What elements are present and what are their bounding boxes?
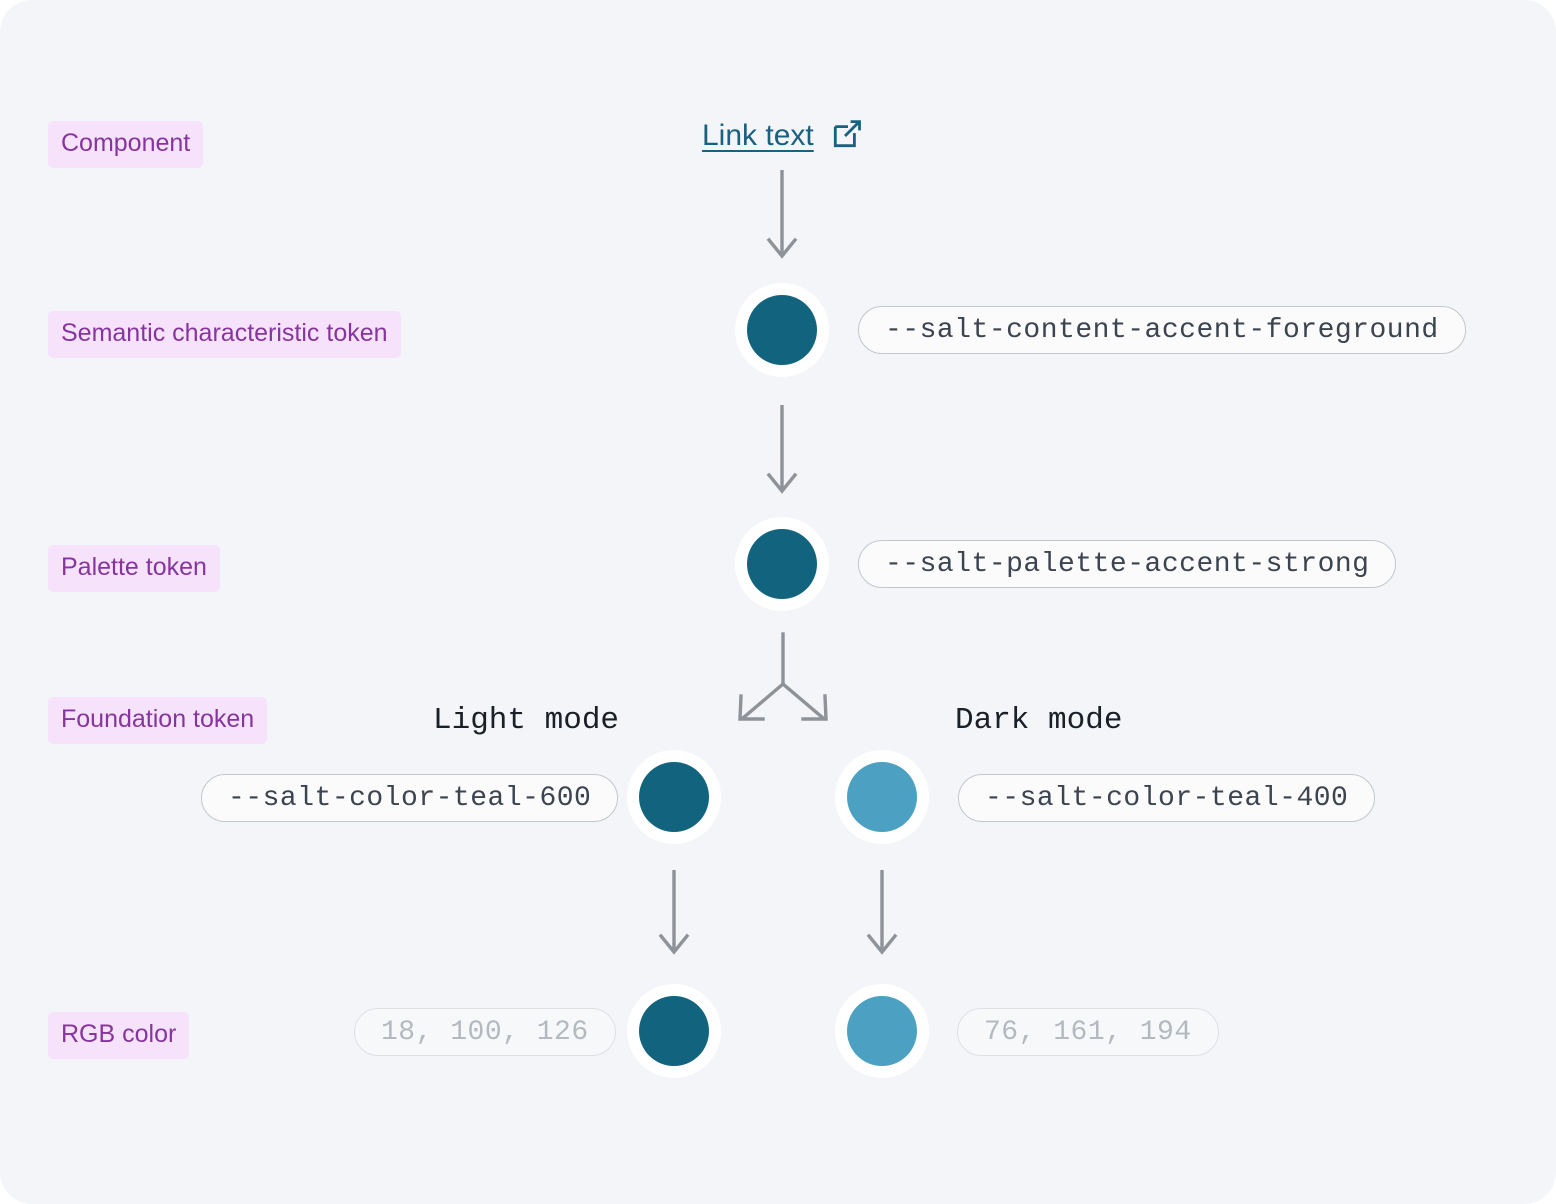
row-label-semantic-characteristic-token: Semantic characteristic token <box>48 311 401 358</box>
swatch-dot <box>639 762 709 832</box>
rgb-value-pill-light[interactable]: 18, 100, 126 <box>354 1008 616 1056</box>
row-label-palette-token: Palette token <box>48 545 220 592</box>
link-text-component[interactable]: Link text <box>702 118 863 154</box>
token-pill-semantic[interactable]: --salt-content-accent-foreground <box>858 306 1466 354</box>
light-mode-label: Light mode <box>433 703 620 738</box>
link-text-label[interactable]: Link text <box>702 119 814 152</box>
arrow-component-to-semantic <box>762 168 802 273</box>
token-pill-palette[interactable]: --salt-palette-accent-strong <box>858 540 1397 588</box>
rgb-value-pill-dark[interactable]: 76, 161, 194 <box>957 1008 1219 1056</box>
arrow-semantic-to-palette <box>762 403 802 508</box>
external-link-icon[interactable] <box>832 118 863 154</box>
swatch-dot <box>639 996 709 1066</box>
swatch-dot <box>847 762 917 832</box>
row-label-foundation-token: Foundation token <box>48 697 268 744</box>
swatch-palette-token <box>735 517 829 611</box>
swatch-rgb-light <box>627 984 721 1078</box>
swatch-rgb-dark <box>835 984 929 1078</box>
token-pill-foundation-light[interactable]: --salt-color-teal-600 <box>201 774 619 822</box>
swatch-dot <box>747 529 817 599</box>
row-label-component: Component <box>48 121 204 168</box>
token-pill-foundation-dark[interactable]: --salt-color-teal-400 <box>958 774 1376 822</box>
arrow-fork-palette-to-foundation <box>725 630 841 735</box>
swatch-semantic-token <box>735 283 829 377</box>
swatch-dot <box>747 295 817 365</box>
row-label-rgb-color: RGB color <box>48 1012 190 1059</box>
swatch-foundation-light <box>627 750 721 844</box>
arrow-light-foundation-to-rgb <box>654 868 694 969</box>
dark-mode-label: Dark mode <box>955 703 1123 738</box>
arrow-dark-foundation-to-rgb <box>862 868 902 969</box>
swatch-dot <box>847 996 917 1066</box>
swatch-foundation-dark <box>835 750 929 844</box>
